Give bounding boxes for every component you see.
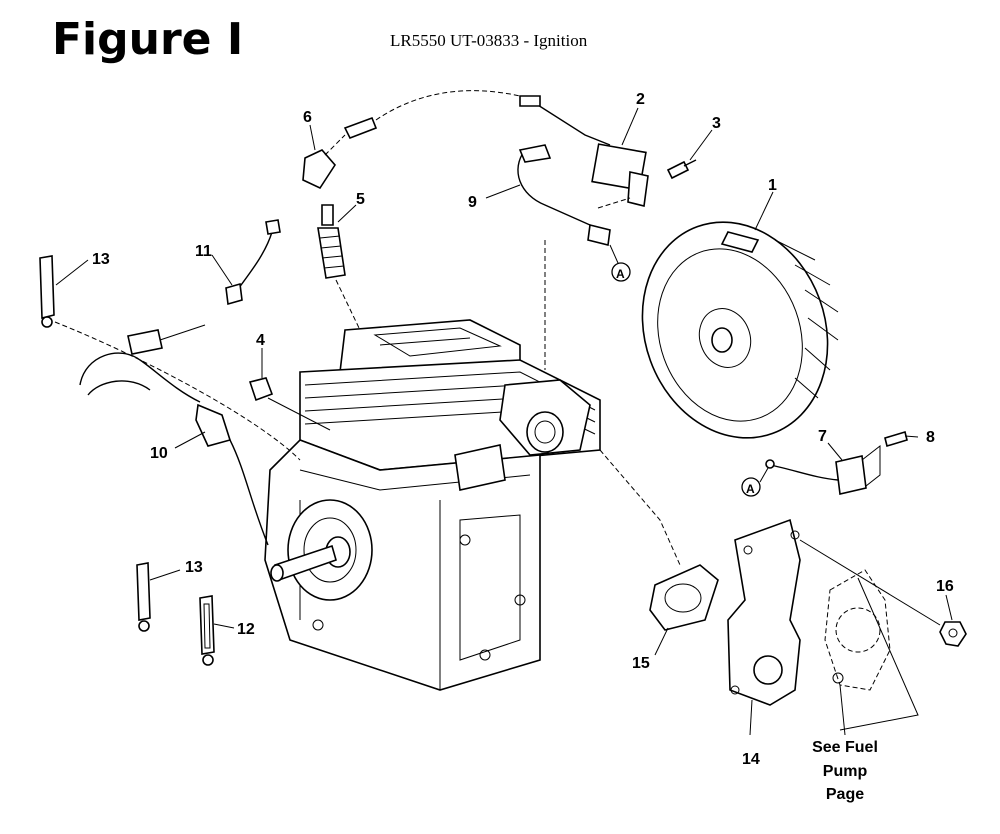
part-screw-8 <box>884 430 908 448</box>
svg-text:A: A <box>616 267 625 281</box>
callout-2: 2 <box>636 91 645 108</box>
part-ground-lead <box>517 144 631 370</box>
fuel-pump-note: See Fuel Pump Page <box>812 739 878 803</box>
part-bolt-3 <box>666 159 697 180</box>
part-bracket <box>727 518 801 706</box>
part-grommet <box>248 377 331 431</box>
callout-12: 12 <box>237 621 255 638</box>
part-nut <box>939 621 967 647</box>
connector-a-bottom: A <box>741 467 769 497</box>
callout-11: 11 <box>195 243 212 260</box>
note-line-2: Pump <box>823 763 868 780</box>
part-tie-strap-13-bottom <box>136 562 151 632</box>
figure-title: Figure I <box>52 14 244 65</box>
callout-13-top: 13 <box>92 251 110 268</box>
callout-3: 3 <box>712 115 721 132</box>
callout-7: 7 <box>818 428 827 445</box>
callout-8: 8 <box>926 429 935 446</box>
part-wire-11 <box>225 219 281 306</box>
callout-14: 14 <box>742 751 760 768</box>
callout-9: 9 <box>468 194 477 211</box>
part-stop-switch <box>765 444 881 495</box>
fuel-pump-ghost <box>799 539 941 731</box>
leader-lines <box>55 107 953 736</box>
part-wire-harness <box>79 324 269 546</box>
part-tie-strap-13-top <box>39 255 301 461</box>
callout-16: 16 <box>936 578 954 595</box>
callout-15: 15 <box>632 655 650 672</box>
diagram-subtitle: LR5550 UT-03833 - Ignition <box>390 31 588 50</box>
note-line-3: Page <box>826 786 864 803</box>
part-spark-plug <box>317 204 361 331</box>
part-ignition-coil <box>519 95 649 207</box>
callout-1: 1 <box>768 177 777 194</box>
callout-labels: 1 2 3 4 5 6 7 8 9 10 11 12 13 13 14 15 1… <box>92 91 954 768</box>
note-line-1: See Fuel <box>812 739 878 756</box>
svg-text:A: A <box>746 482 755 496</box>
part-gasket <box>599 449 719 631</box>
connector-a-top: A <box>609 244 631 282</box>
callout-5: 5 <box>356 191 365 208</box>
part-tie-strap-12 <box>199 595 215 666</box>
callout-6: 6 <box>303 109 312 126</box>
engine-block <box>264 319 601 691</box>
callout-13-bottom: 13 <box>185 559 203 576</box>
part-plug-cap <box>302 90 521 190</box>
callout-10: 10 <box>150 445 168 462</box>
callout-4: 4 <box>256 332 265 349</box>
part-flywheel <box>641 221 839 439</box>
